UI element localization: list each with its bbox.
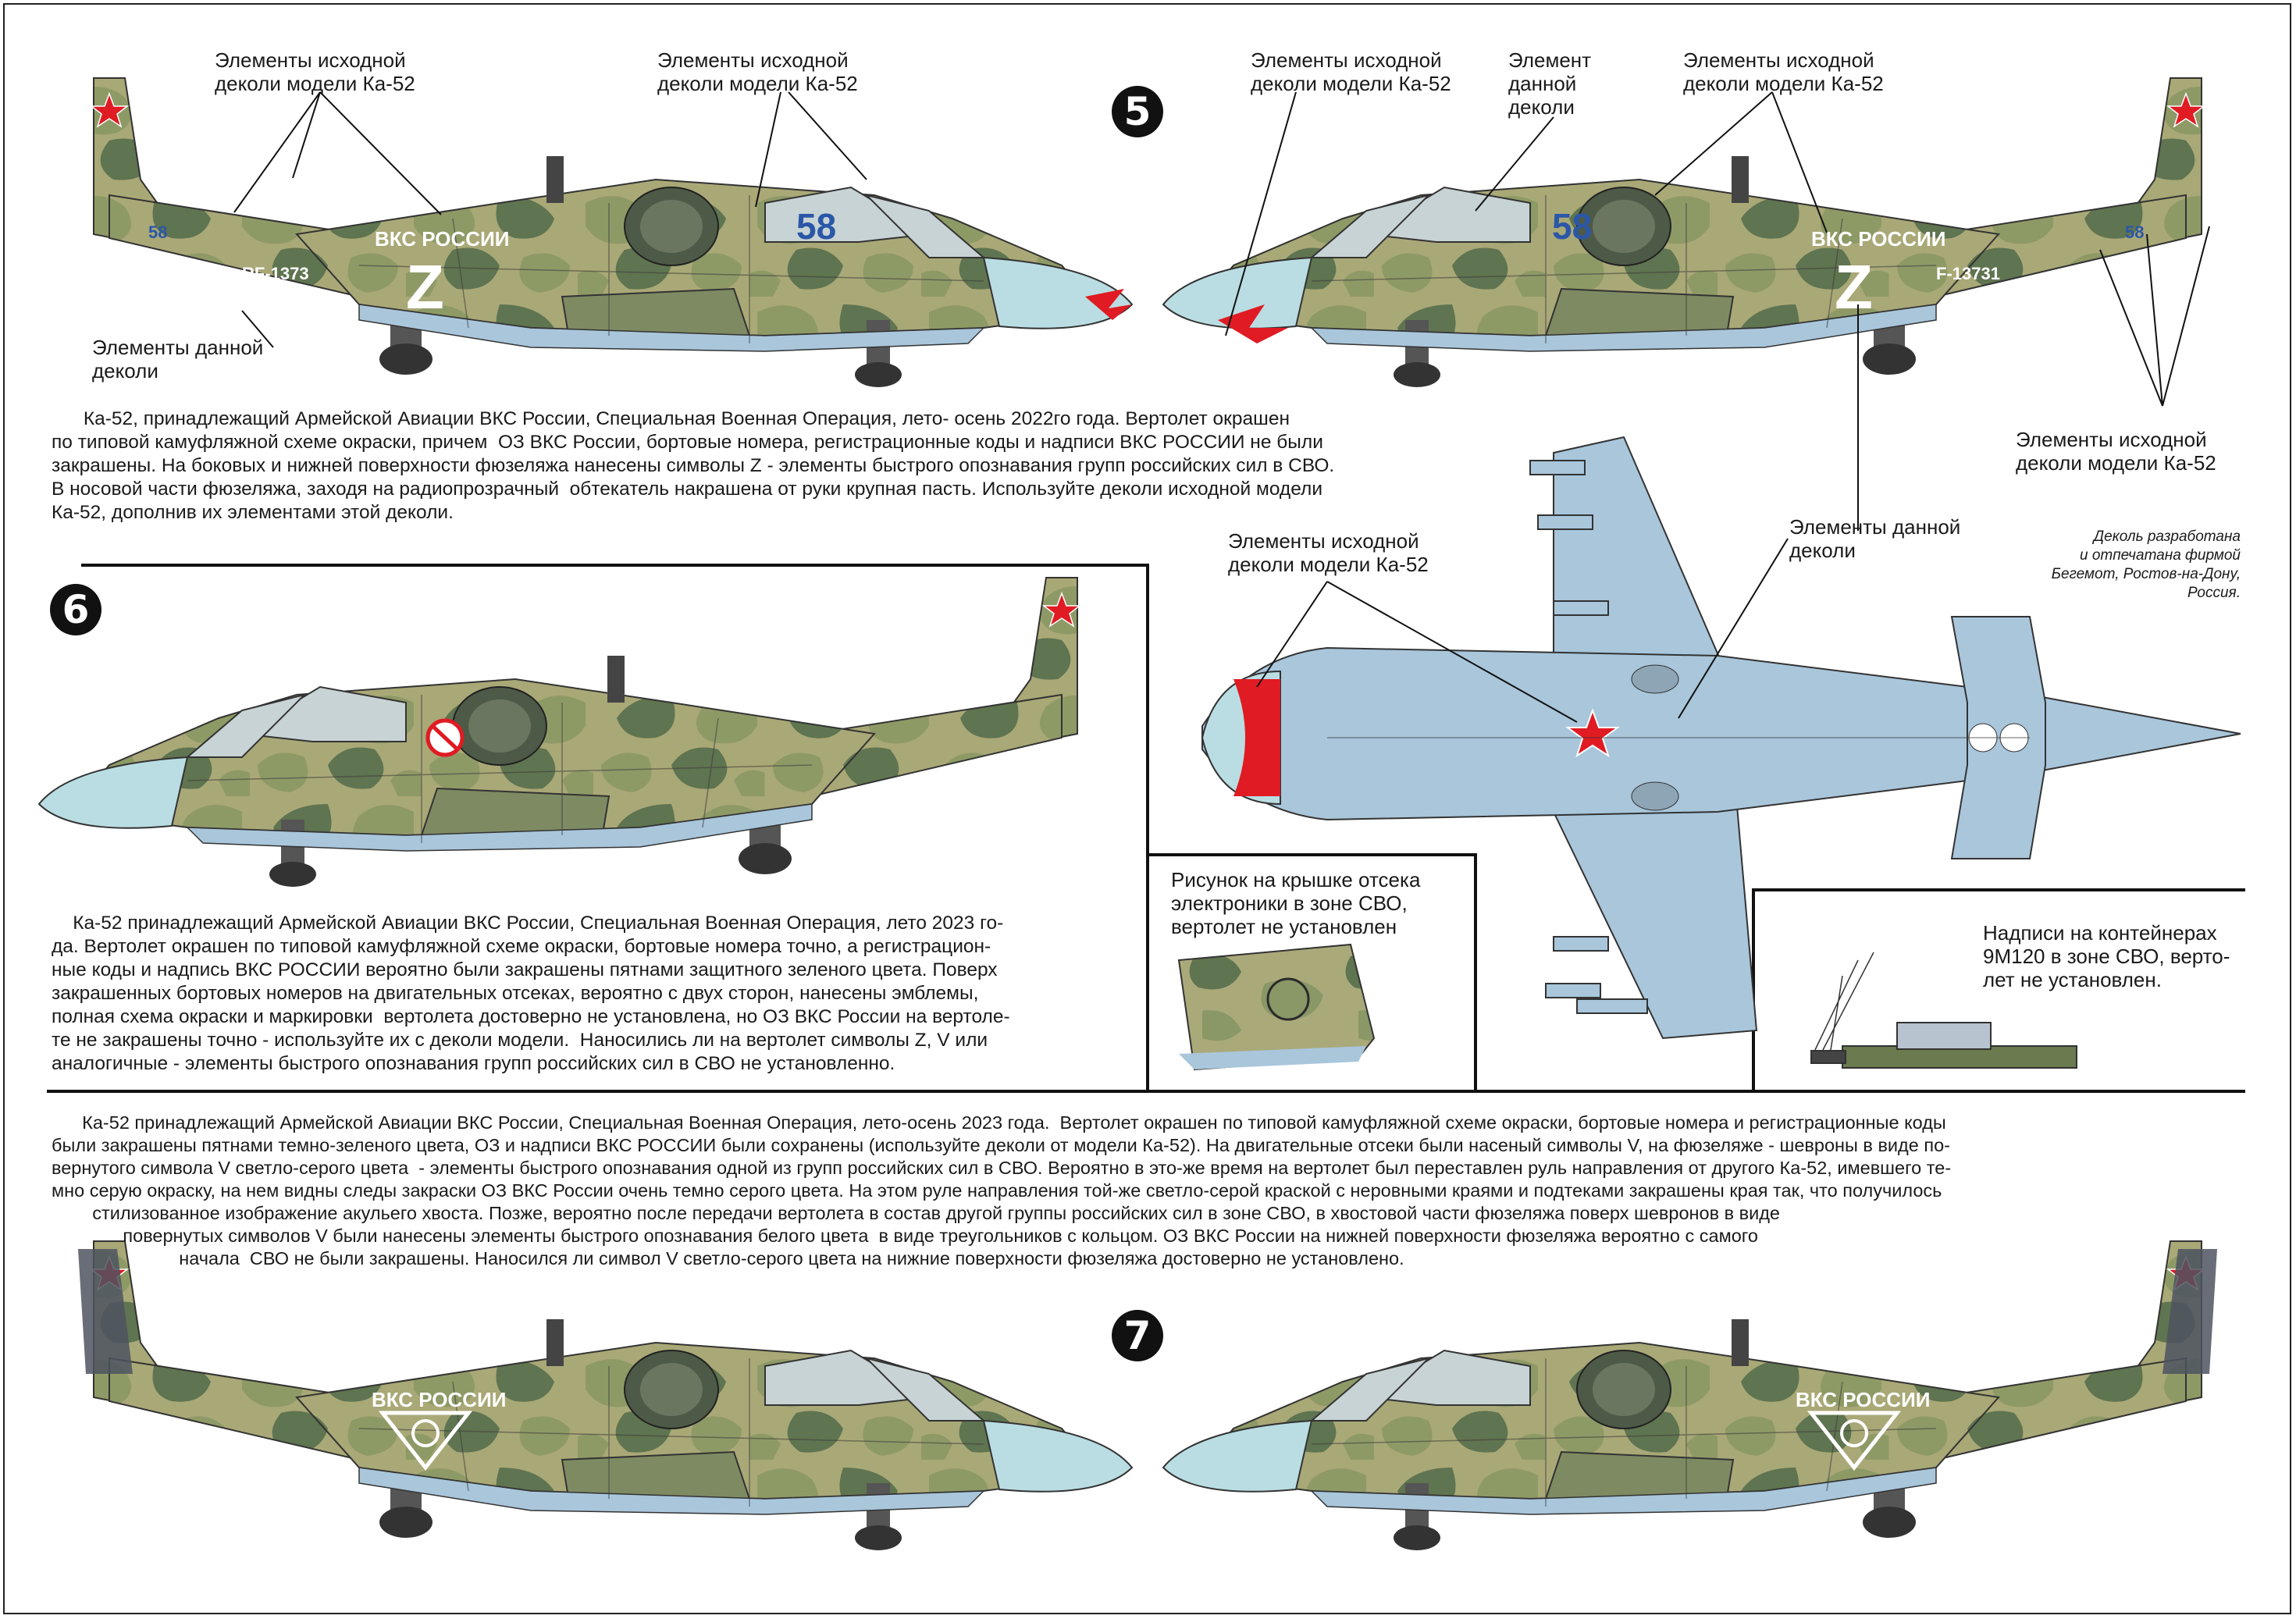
p5-callout-left-bottom: Элементы данной деколи: [92, 336, 264, 383]
divider-cover-right: [1474, 853, 1477, 1091]
inset-cover-caption: Рисунок на крышке отсека электроники в з…: [1171, 868, 1421, 938]
profile-number-6: 6: [50, 584, 101, 635]
p5l-vks-label: ВКС РОССИИ: [375, 227, 509, 251]
p5-callout-right-a: Элементы исходной деколи модели Ка-52: [1251, 48, 1451, 95]
manufacturer-credit: Деколь разработана и отпечатана фирмой Б…: [2051, 528, 2241, 601]
p5-callout-right-c: Элементы исходной деколи модели Ка-52: [1683, 48, 1884, 95]
divider-lower: [47, 1090, 2245, 1093]
p7r-vks-label: ВКС РОССИИ: [1796, 1388, 1930, 1411]
profile-number-7: 7: [1112, 1310, 1163, 1361]
p7l-vks-label: ВКС РОССИИ: [372, 1388, 506, 1411]
divider-container-top: [1752, 888, 2245, 891]
p5-callout-right-side: Элементы исходной деколи модели Ка-52: [2016, 428, 2216, 475]
p5l-reg-code: RF-1373: [242, 264, 309, 283]
page-border: [3, 3, 2291, 1614]
p7-description: Ка-52 принадлежащий Армейской Авиации ВК…: [52, 1112, 1952, 1269]
inset-container-caption: Надписи на контейнерах 9М120 в зоне СВО,…: [1983, 921, 2230, 991]
p5-callout-right-mid: Элементы данной деколи: [1789, 515, 1961, 562]
divider-box6-right: [1146, 564, 1149, 1091]
divider-cover-top: [1149, 853, 1475, 856]
plan-view: [1201, 436, 2241, 1040]
p5r-z-symbol: Z: [1835, 252, 1873, 322]
p6-description: Ка-52 принадлежащий Армейской Авиации ВК…: [52, 913, 1010, 1074]
p5r-board-number: 58: [1552, 206, 1592, 247]
p5l-z-symbol: Z: [406, 252, 444, 322]
p5r-reg-code: F-13731: [1936, 264, 2000, 283]
p5l-tail-number: 58: [148, 222, 167, 242]
profile-number-5: 5: [1112, 86, 1163, 137]
p5r-tail-number: 58: [2125, 222, 2144, 242]
planview-callout: Элементы исходной деколи модели Ка-52: [1228, 529, 1429, 576]
p5-callout-left-a: Элементы исходной деколи модели Ка-52: [215, 48, 415, 95]
p5-description: Ка-52, принадлежащий Армейской Авиации В…: [52, 408, 1335, 523]
p5r-vks-label: ВКС РОССИИ: [1811, 227, 1945, 251]
divider-upper-left: [81, 564, 1148, 567]
p5-callout-left-b: Элементы исходной деколи модели Ка-52: [657, 48, 858, 95]
p5l-board-number: 58: [796, 206, 836, 247]
p5-callout-right-b: Элемент данной деколи: [1508, 48, 1592, 119]
